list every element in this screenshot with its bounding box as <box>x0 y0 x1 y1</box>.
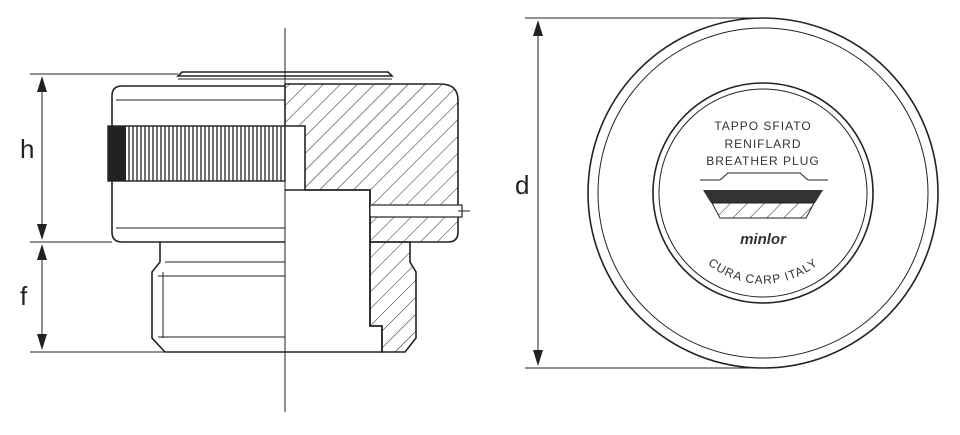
dimension-h: h <box>20 73 178 243</box>
dim-label-h: h <box>20 134 34 164</box>
top-view: TAPPO SFIATO RENIFLARD BREATHER PLUG min… <box>587 17 939 369</box>
dim-label-d: d <box>515 170 529 200</box>
section-thread <box>369 241 417 353</box>
dimension-d: d <box>515 17 763 369</box>
face-line-2: RENIFLARD <box>724 137 801 151</box>
section-cap <box>284 83 459 243</box>
knurled-band <box>107 125 286 182</box>
dim-label-f: f <box>20 281 28 311</box>
face-line-1: TAPPO SFIATO <box>714 119 811 133</box>
side-view <box>107 28 470 412</box>
plug-face-logo: TAPPO SFIATO RENIFLARD BREATHER PLUG min… <box>700 119 828 287</box>
brand-name: minlor <box>740 231 787 248</box>
dimension-f: f <box>20 244 165 353</box>
face-bottom-text: CURA CARP ITALY <box>706 255 821 287</box>
face-line-3: BREATHER PLUG <box>706 154 819 168</box>
